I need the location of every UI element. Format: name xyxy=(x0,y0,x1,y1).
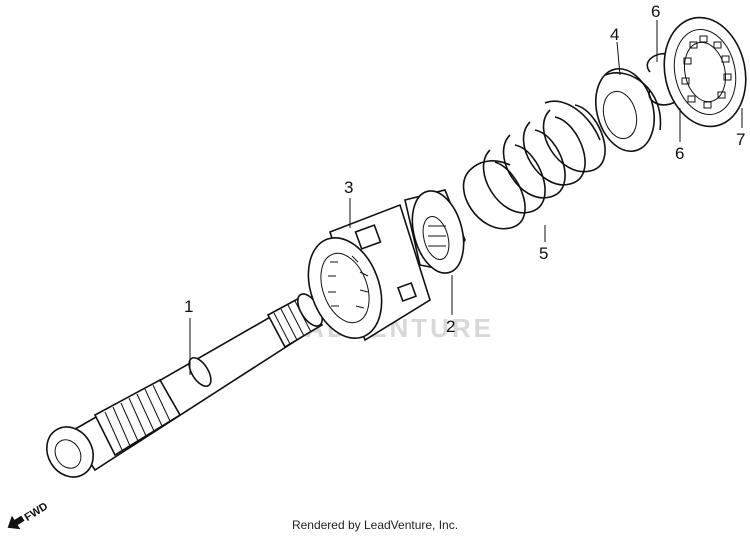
callout-3: 3 xyxy=(344,178,353,197)
callout-2: 2 xyxy=(446,317,455,336)
spring-seat-part xyxy=(595,67,662,153)
footer-credit: Rendered by LeadVenture, Inc. xyxy=(291,518,459,532)
cam-part xyxy=(404,189,466,274)
spring-part xyxy=(462,100,606,230)
callout-6-bottom: 6 xyxy=(675,144,684,163)
sleeve-part xyxy=(307,203,431,342)
arrow-left-icon xyxy=(7,515,25,530)
callout-7: 7 xyxy=(736,130,745,149)
bearing-part xyxy=(663,16,747,128)
callout-5: 5 xyxy=(539,244,548,263)
leader-lines xyxy=(189,20,743,375)
callout-6-top: 6 xyxy=(651,2,660,21)
callout-1: 1 xyxy=(184,297,193,316)
callout-4: 4 xyxy=(610,25,619,44)
shaft-part xyxy=(46,293,324,478)
